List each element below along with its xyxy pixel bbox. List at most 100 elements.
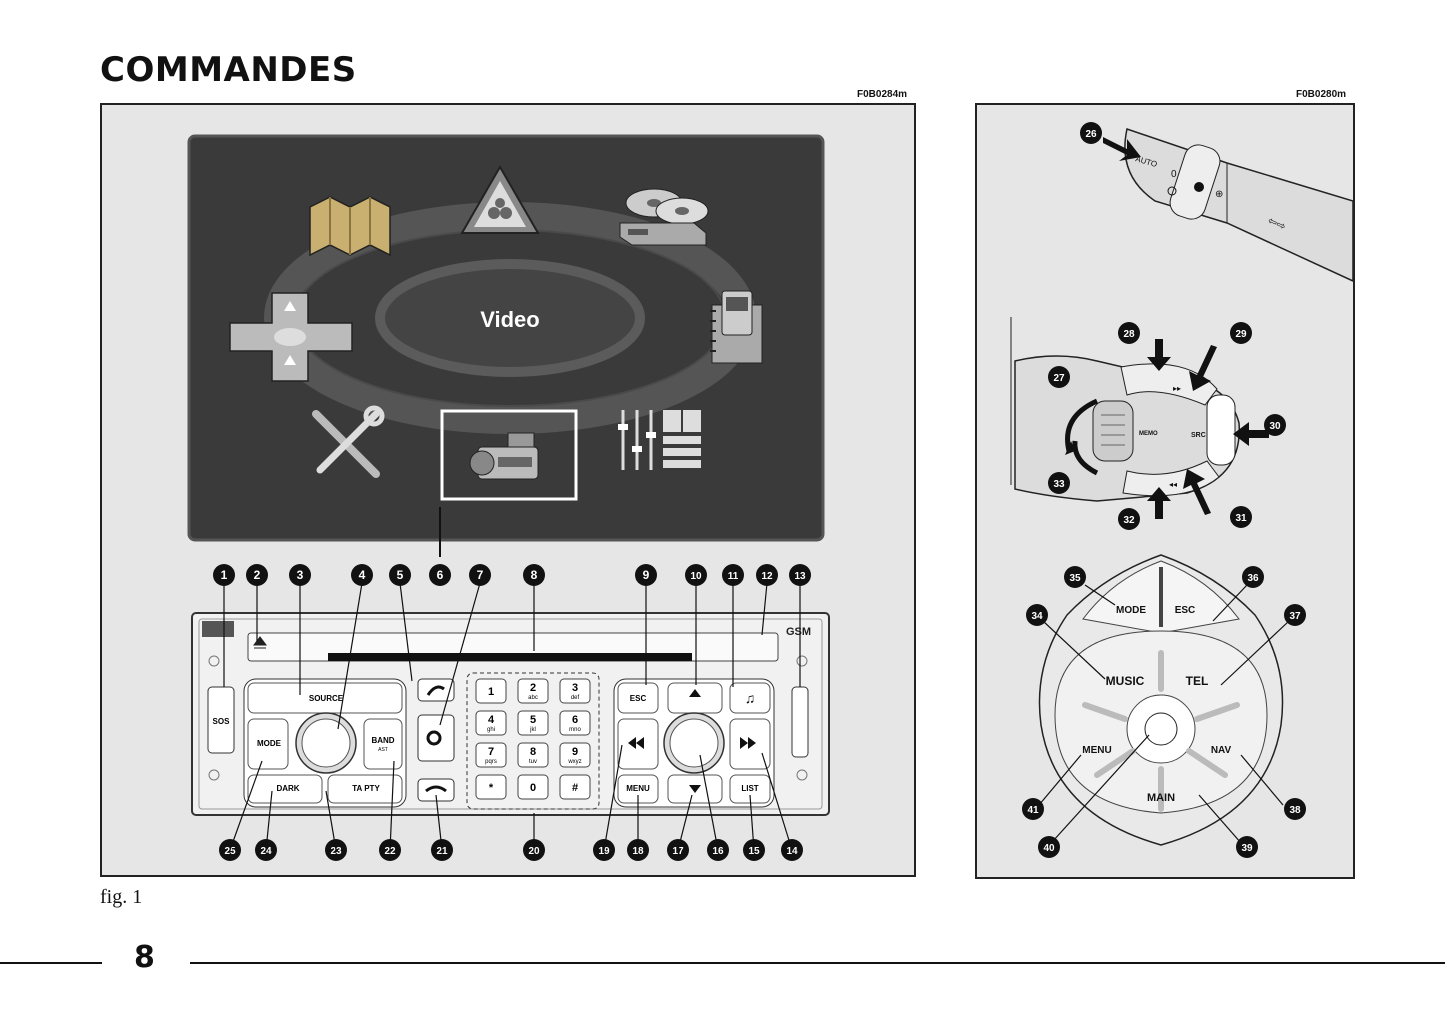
foglight-dot-icon [1194, 182, 1204, 192]
keypad-digit: 7 [488, 746, 494, 758]
keypad-digit: 6 [572, 714, 578, 726]
svg-text:38: 38 [1289, 805, 1301, 816]
callout-26: 26 [1080, 122, 1102, 144]
memo-roller[interactable] [1093, 401, 1133, 461]
list-label: LIST [741, 784, 758, 793]
svg-text:2: 2 [254, 568, 261, 582]
callout-3: 3 [289, 564, 311, 586]
svg-text:11: 11 [728, 571, 739, 582]
svg-text:34: 34 [1031, 611, 1043, 622]
cd-slot[interactable] [328, 653, 692, 661]
source-label: SOURCE [309, 694, 344, 703]
svg-text:28: 28 [1123, 329, 1135, 340]
svg-text:5: 5 [397, 568, 404, 582]
callout-37: 37 [1284, 604, 1306, 626]
callout-7: 7 [469, 564, 491, 586]
svg-text:14: 14 [786, 846, 798, 857]
callout-28: 28 [1118, 322, 1140, 344]
keypad-letters: abc [528, 695, 538, 701]
card-slot[interactable] [792, 687, 808, 757]
svg-text:31: 31 [1235, 513, 1247, 524]
up-button[interactable] [668, 683, 722, 713]
wheel-control-pad: MODE ESC MUSIC TEL MENU NAV MAIN [1039, 555, 1282, 845]
bottom-callouts: 252423222120191817161514 [219, 839, 803, 861]
callout-38: 38 [1284, 798, 1306, 820]
svg-text:36: 36 [1247, 573, 1259, 584]
footer-rule-left [0, 962, 102, 964]
band-sub-label: AST [378, 747, 388, 753]
callout-1: 1 [213, 564, 235, 586]
keypad-digit: 2 [530, 682, 536, 694]
dark-label: DARK [276, 784, 299, 793]
svg-text:3: 3 [297, 568, 304, 582]
voice-button[interactable] [418, 715, 454, 761]
svg-text:39: 39 [1241, 843, 1253, 854]
svg-text:35: 35 [1069, 573, 1081, 584]
svg-text:7: 7 [477, 568, 484, 582]
gsm-badge: GSM [786, 626, 811, 638]
sos-label: SOS [213, 717, 231, 726]
callout-31: 31 [1230, 506, 1252, 528]
keypad-letters: wxyz [567, 759, 581, 765]
callout-8: 8 [523, 564, 545, 586]
svg-text:10: 10 [690, 571, 702, 582]
callout-33: 33 [1048, 472, 1070, 494]
disc-logo-icon [202, 621, 234, 637]
keypad-letters: def [571, 695, 580, 701]
callout-13: 13 [789, 564, 811, 586]
keypad-letters: jkl [529, 727, 536, 733]
band-label: BAND [371, 736, 394, 745]
svg-text:1: 1 [221, 568, 228, 582]
svg-text:9: 9 [643, 568, 650, 582]
keypad-digit: 0 [530, 782, 536, 794]
pad-main-label: MAIN [1147, 792, 1175, 804]
callout-35: 35 [1064, 566, 1086, 588]
callout-34: 34 [1026, 604, 1048, 626]
callout-29: 29 [1230, 322, 1252, 344]
display-screen: Video [189, 136, 823, 557]
keypad-letters: ghi [487, 727, 495, 733]
console-figure-svg: Video [102, 105, 914, 875]
svg-text:40: 40 [1043, 843, 1055, 854]
callout-36: 36 [1242, 566, 1264, 588]
callout-6: 6 [429, 564, 451, 586]
callout-4: 4 [351, 564, 373, 586]
svg-text:12: 12 [761, 571, 773, 582]
phone-pickup-button[interactable] [418, 679, 454, 701]
figure-left-reference: F0B0284m [857, 89, 907, 100]
keypad-digit: 9 [572, 746, 578, 758]
keypad-letters: pqrs [485, 759, 497, 765]
keypad-digit: # [572, 782, 578, 794]
light-stalk: AUTO 0 ⊕ ⇦⇨ [1125, 129, 1353, 281]
src-button[interactable] [1207, 395, 1235, 465]
svg-text:41: 41 [1027, 805, 1039, 816]
svg-text:6: 6 [437, 568, 444, 582]
svg-text:13: 13 [794, 571, 806, 582]
skip-back-icon: ◂◂ [1169, 480, 1177, 489]
light-zero-label: 0 [1171, 169, 1177, 180]
callout-10: 10 [685, 564, 707, 586]
memo-label: MEMO [1139, 431, 1158, 437]
pad-nav-label: NAV [1211, 745, 1232, 756]
svg-text:37: 37 [1289, 611, 1301, 622]
music-note-icon: ♫ [745, 690, 756, 706]
svg-text:33: 33 [1053, 479, 1065, 490]
callout-40: 40 [1038, 836, 1060, 858]
steering-controls-svg: AUTO 0 ⊕ ⇦⇨ SRC MEMO ▸▸ ◂◂ [977, 105, 1353, 877]
keypad-digit: 8 [530, 746, 536, 758]
callout-30: 30 [1264, 414, 1286, 436]
keypad-letters: mno [569, 727, 581, 733]
svg-text:27: 27 [1053, 373, 1065, 384]
page-number: 8 [134, 940, 155, 975]
svg-text:32: 32 [1123, 515, 1135, 526]
svg-text:8: 8 [531, 568, 538, 582]
pad-menu-label: MENU [1082, 745, 1111, 756]
pad-music-label: MUSIC [1106, 674, 1145, 688]
ta-pty-label: TA PTY [352, 784, 380, 793]
keypad-digit: 5 [530, 714, 536, 726]
pad-mode-label: MODE [1116, 605, 1146, 616]
svg-text:4: 4 [359, 568, 366, 582]
pad-esc-label: ESC [1175, 605, 1196, 616]
mode-label: MODE [257, 739, 282, 748]
keypad-digit: * [489, 782, 494, 794]
